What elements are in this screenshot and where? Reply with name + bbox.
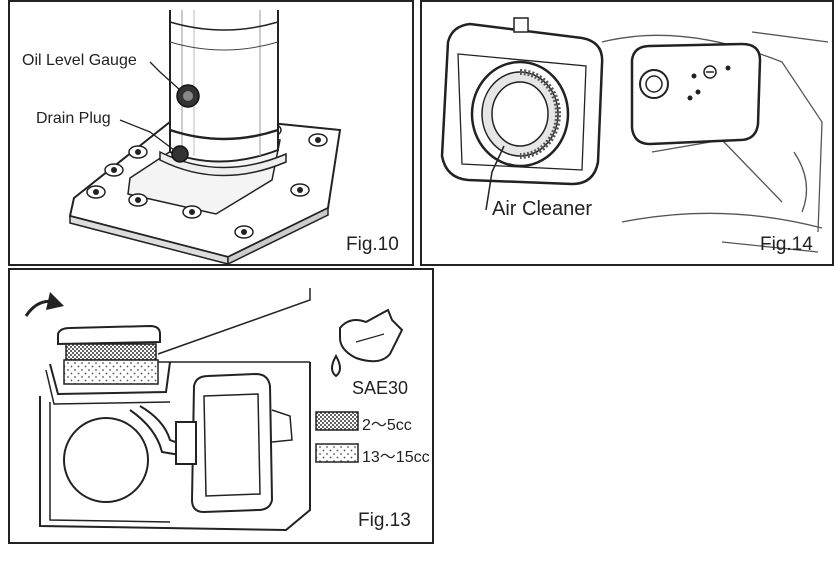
legend-swatch-coarse	[315, 443, 359, 463]
drain-plug-label: Drain Plug	[36, 110, 111, 127]
oil-drop-icon	[331, 353, 341, 378]
legend-amount-coarse: 13～15cc	[362, 449, 430, 466]
fig10-drawing	[68, 10, 342, 266]
oil-can-icon	[339, 308, 404, 363]
fig14-caption: Fig.14	[760, 234, 813, 255]
legend-swatch-fine	[315, 411, 359, 431]
oil-grade-label: SAE30	[352, 378, 409, 398]
fig10-caption: Fig.10	[346, 234, 399, 255]
fig14-drawing	[440, 17, 829, 253]
legend-amount-fine: 2～5cc	[362, 417, 412, 434]
fig10-panel: Oil Level Gauge Drain Plug Fig.10	[8, 0, 414, 266]
fig13-drawing	[24, 288, 404, 532]
air-cleaner-label: Air Cleaner	[492, 198, 593, 220]
fig13-panel: SAE30 2～5cc 13～15cc Fig.13	[8, 268, 434, 544]
fig14-panel: Air Cleaner Fig.14	[420, 0, 834, 266]
oil-level-gauge-label: Oil Level Gauge	[22, 52, 137, 69]
fig13-caption: Fig.13	[358, 510, 411, 531]
